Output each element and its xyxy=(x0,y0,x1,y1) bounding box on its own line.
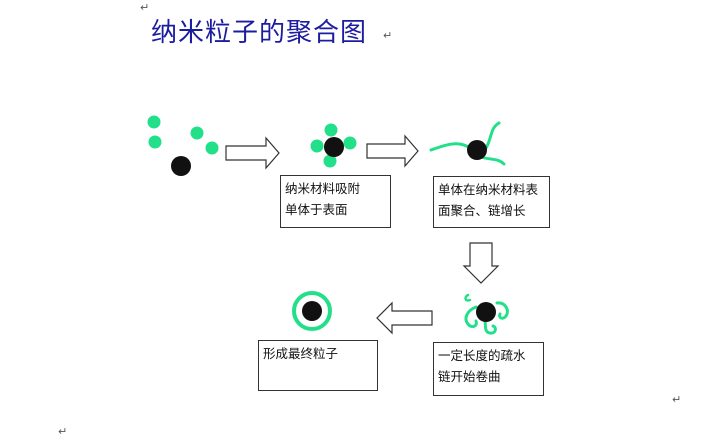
polymer-chain xyxy=(479,155,506,166)
stage1-monomers xyxy=(147,115,219,176)
step-box-chain-growth: 单体在纳米材料表 面聚合、链增长 xyxy=(433,176,550,228)
monomer-dot xyxy=(324,123,338,137)
monomer-dot xyxy=(148,135,162,149)
arrow-right-icon xyxy=(366,134,419,168)
polymer-chain xyxy=(484,121,501,150)
stage2-adsorption xyxy=(310,123,357,168)
arrow-down-icon xyxy=(462,242,500,284)
paragraph-mark: ↵ xyxy=(140,1,150,14)
monomer-dot xyxy=(205,141,219,155)
polymer-chain xyxy=(483,318,497,335)
paragraph-mark: ↵ xyxy=(672,393,682,406)
step-text: 链开始卷曲 xyxy=(438,369,501,384)
step-box-adsorption: 纳米材料吸附 单体于表面 xyxy=(280,175,391,228)
monomer-dot xyxy=(323,154,337,168)
monomer-dot xyxy=(310,139,324,153)
nanoparticle xyxy=(302,301,322,321)
step-text: 面聚合、链增长 xyxy=(438,203,526,218)
nanoparticle xyxy=(171,156,191,176)
stage4-chain-curling xyxy=(464,293,509,335)
polymer-chain xyxy=(464,293,472,302)
nanoparticle xyxy=(324,137,344,157)
monomer-dot xyxy=(343,136,357,150)
monomer-dot xyxy=(147,115,161,129)
step-box-final-particle: 形成最终粒子 xyxy=(258,340,378,391)
nanoparticle xyxy=(476,302,496,322)
step-text: 单体在纳米材料表 xyxy=(438,182,539,197)
step-text: 形成最终粒子 xyxy=(263,346,339,361)
step-text: 一定长度的疏水 xyxy=(438,348,526,363)
polymer-chain xyxy=(429,142,472,152)
step-text: 单体于表面 xyxy=(285,202,348,217)
polymer-chain xyxy=(464,305,478,329)
step-box-chain-curling: 一定长度的疏水 链开始卷曲 xyxy=(433,342,544,396)
page-title: 纳米粒子的聚合图 xyxy=(151,18,368,48)
stage3-chain-growth xyxy=(429,121,506,166)
step-text: 纳米材料吸附 xyxy=(285,181,361,196)
nanoparticle xyxy=(467,140,487,160)
arrow-left-icon xyxy=(376,301,433,335)
paragraph-mark: ↵ xyxy=(383,29,393,42)
polymer-shell xyxy=(292,291,332,331)
arrow-right-icon xyxy=(225,136,280,170)
polymer-chain xyxy=(495,301,509,320)
stage5-final-particle xyxy=(292,291,332,331)
monomer-dot xyxy=(190,126,204,140)
paragraph-mark: ↵ xyxy=(58,425,68,438)
